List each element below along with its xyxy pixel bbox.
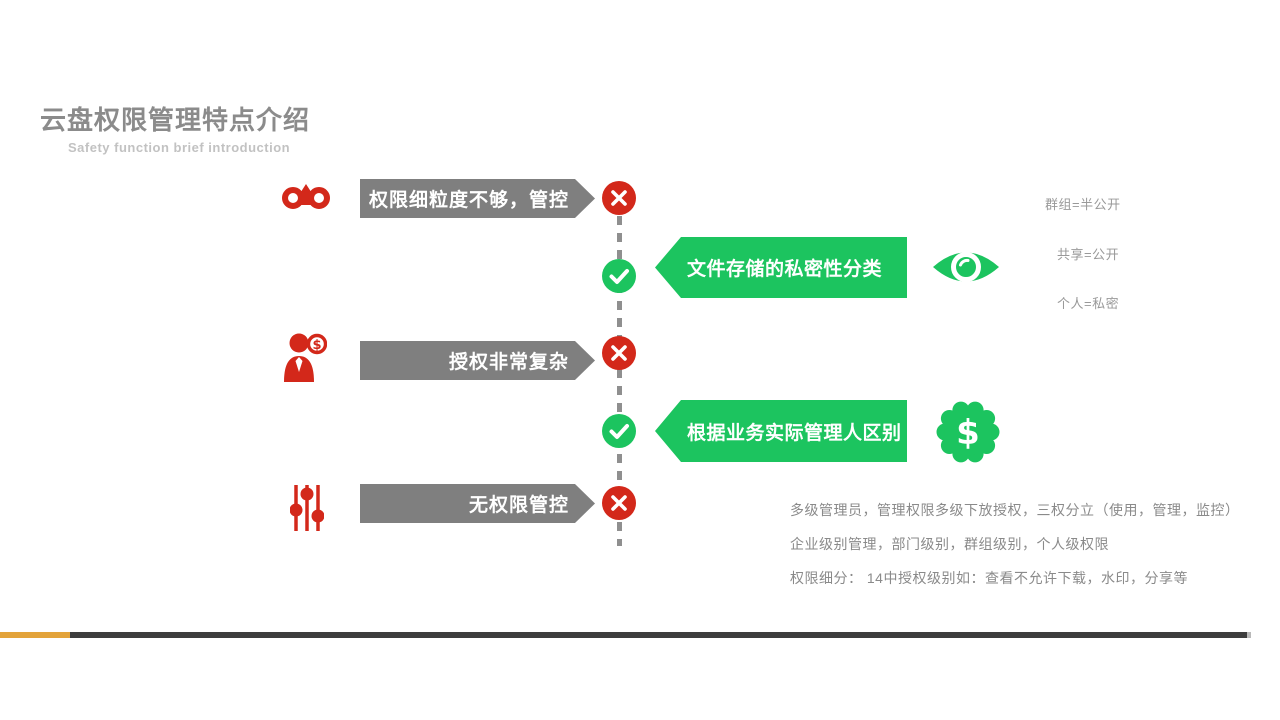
footer-bar-cap bbox=[1247, 632, 1251, 638]
cross-node-2 bbox=[602, 336, 636, 370]
problem-label-3: 无权限管控 bbox=[468, 495, 569, 516]
problem-banner-3: 无权限管控 bbox=[360, 484, 595, 523]
privacy-note-personal: 个人=私密 bbox=[1057, 296, 1120, 311]
eye-icon bbox=[931, 245, 1001, 294]
problem-banner-1: 权限细粒度不够，管控 bbox=[360, 179, 595, 218]
solution-label-1: 文件存储的私密性分类 bbox=[687, 259, 883, 280]
person-dollar-icon: $ bbox=[283, 332, 328, 387]
binoculars-icon bbox=[282, 183, 330, 218]
check-node-1 bbox=[602, 259, 636, 293]
problem-banner-2: 授权非常复杂 bbox=[360, 341, 595, 380]
sliders-icon bbox=[289, 483, 325, 538]
detail-note-1: 多级管理员，管理权限多级下放授权，三权分立（使用，管理，监控） bbox=[790, 502, 1240, 518]
solution-banner-1: 文件存储的私密性分类 bbox=[655, 237, 907, 298]
page-title: 云盘权限管理特点介绍 bbox=[40, 105, 311, 135]
detail-note-2: 企业级别管理，部门级别，群组级别，个人级权限 bbox=[790, 536, 1109, 552]
solution-label-2: 根据业务实际管理人区别 bbox=[687, 422, 902, 444]
check-node-2 bbox=[602, 414, 636, 448]
solution-banner-2: 根据业务实际管理人区别 bbox=[655, 400, 907, 462]
cross-node-3 bbox=[602, 486, 636, 520]
detail-note-3: 权限细分： 14中授权级别如：查看不允许下载，水印，分享等 bbox=[790, 570, 1188, 586]
page-subtitle: Safety function brief introduction bbox=[68, 140, 291, 155]
svg-text:$: $ bbox=[312, 338, 321, 353]
problem-label-2: 授权非常复杂 bbox=[448, 352, 569, 373]
problem-label-1: 权限细粒度不够，管控 bbox=[368, 190, 569, 211]
footer-bar-accent bbox=[0, 632, 70, 638]
privacy-note-group: 群组=半公开 bbox=[1045, 197, 1121, 212]
cross-node-1 bbox=[602, 181, 636, 215]
svg-text:$: $ bbox=[956, 413, 980, 453]
footer-bar bbox=[70, 632, 1247, 638]
dollar-badge-icon: $ bbox=[936, 400, 1000, 469]
privacy-note-share: 共享=公开 bbox=[1057, 247, 1120, 262]
